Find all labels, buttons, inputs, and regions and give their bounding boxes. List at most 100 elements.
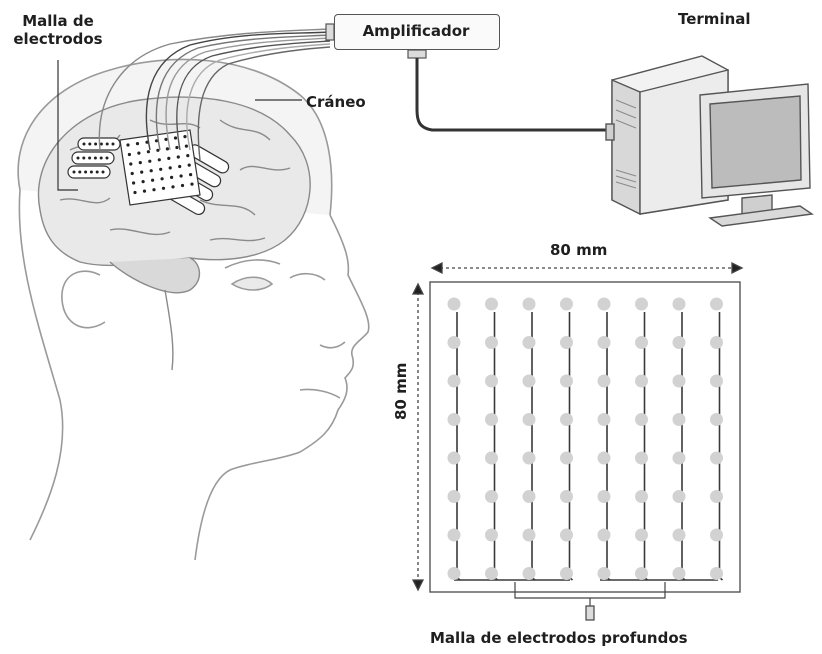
electrode-contact: [447, 528, 461, 542]
patch-electrode-dot: [127, 152, 131, 157]
patch-electrode-dot: [157, 158, 161, 162]
electrode-contact: [710, 451, 723, 465]
patch-electrode-dot: [154, 139, 159, 143]
electrode-contact: [710, 413, 723, 426]
electrode-contact: [597, 451, 611, 465]
electrode-contact: [560, 528, 573, 542]
electrode-contact: [522, 413, 536, 426]
electrode-contact: [672, 490, 686, 503]
patch-electrode-dot: [171, 185, 175, 189]
electrode-contact: [635, 413, 648, 426]
electrode-strip-dots: [72, 142, 115, 174]
label-leaders: [57, 60, 302, 191]
electrode-contact: [635, 528, 648, 542]
patch-electrode-dot: [151, 178, 155, 182]
patch-electrode-dot: [152, 188, 156, 192]
patch-electrode-dot: [173, 136, 178, 140]
electrode-contact: [710, 490, 723, 503]
strip-electrode-dot: [94, 142, 98, 146]
deep-electrode-board: [429, 281, 741, 593]
electrode-contact: [635, 297, 648, 311]
strip-electrode-dot: [105, 142, 109, 146]
patch-electrode-dot: [137, 151, 141, 155]
patch-electrode-dot: [179, 174, 183, 178]
patch-electrode-dot: [176, 155, 180, 159]
electrode-contact: [560, 490, 573, 503]
electrode-contact: [485, 374, 498, 388]
patch-electrode-dot: [126, 143, 130, 147]
patch-electrode-dot: [180, 183, 185, 188]
patch-electrode-dot: [183, 135, 187, 139]
electrode-contact: [672, 374, 686, 388]
amplifier-box: [334, 14, 500, 50]
electrode-contact: [560, 297, 573, 311]
electrode-contact: [447, 336, 461, 349]
electrode-contact: [522, 297, 536, 311]
patch-electrode-dot: [129, 162, 133, 166]
strip-electrode-dot: [88, 156, 92, 160]
patch-electrode-dot: [141, 180, 145, 184]
electrode-contact: [710, 374, 723, 388]
patch-electrode-dot: [184, 144, 188, 148]
patch-electrode-dot: [135, 142, 140, 146]
electrode-contact: [597, 374, 611, 388]
patch-electrode-dot: [133, 190, 137, 195]
patch-electrode-dot: [186, 154, 190, 158]
electrode-contact: [635, 451, 648, 465]
electrode-contact: [560, 451, 573, 465]
electrode-mesh-label-line1: Malla de: [22, 12, 94, 30]
width-dimension-label: 80 mm: [550, 241, 608, 259]
patch-electrode-dot: [178, 164, 182, 169]
electrode-contact: [560, 413, 573, 426]
electrode-contact: [522, 490, 536, 503]
electrode-contact: [522, 336, 536, 349]
patch-electrode-dot: [160, 177, 164, 181]
electrode-contact: [597, 336, 611, 349]
patch-electrode-dot: [140, 170, 144, 174]
patch-electrode-dot: [161, 186, 166, 190]
strip-electrode-dot: [72, 170, 76, 174]
electrode-contact: [560, 567, 573, 580]
board-electrodes: [447, 297, 723, 580]
electrode-contact: [672, 528, 686, 542]
electrode-contact: [635, 336, 648, 349]
board-connector: [514, 582, 666, 621]
strip-electrode-dot: [89, 170, 93, 174]
strip-electrode-dot: [105, 156, 109, 160]
cable-bundle: [98, 28, 331, 161]
patch-electrode-dot: [168, 166, 172, 170]
terminal-label: Terminal: [678, 10, 751, 28]
strip-electrode-dot: [99, 142, 103, 146]
electrode-contact: [635, 374, 648, 388]
electrode-contact: [447, 374, 461, 388]
electrode-contact: [447, 297, 461, 311]
deep-electrode-caption: Malla de electrodos profundos: [430, 629, 688, 647]
patch-electrode-dot: [165, 147, 169, 151]
electrode-contact: [597, 297, 611, 311]
electrode-contact: [522, 528, 536, 542]
electrode-contact: [522, 374, 536, 388]
strip-electrode-dot: [82, 156, 86, 160]
electrode-contact: [485, 528, 498, 542]
electrode-contact: [597, 567, 611, 580]
electrode-contact: [597, 528, 611, 542]
electrode-contact: [710, 567, 723, 580]
electrode-contact: [447, 413, 461, 426]
strip-electrode-dot: [101, 170, 105, 174]
strip-electrode-dot: [78, 170, 82, 174]
electrode-contact: [672, 413, 686, 426]
electrode-contact: [672, 297, 686, 311]
electrode-contact: [672, 567, 686, 580]
patch-electrode-dot: [167, 156, 171, 160]
electrode-contact: [635, 490, 648, 503]
patch-electrode-dot: [190, 182, 194, 186]
strip-electrode-dot: [88, 142, 92, 146]
electrode-contact: [485, 451, 498, 465]
electrode-contact: [485, 413, 498, 426]
patch-electrode-dot: [164, 137, 168, 141]
electrode-contact: [485, 297, 498, 311]
electrode-contact: [635, 567, 648, 580]
malla-leader-line: [57, 60, 78, 191]
electrode-contact: [672, 336, 686, 349]
